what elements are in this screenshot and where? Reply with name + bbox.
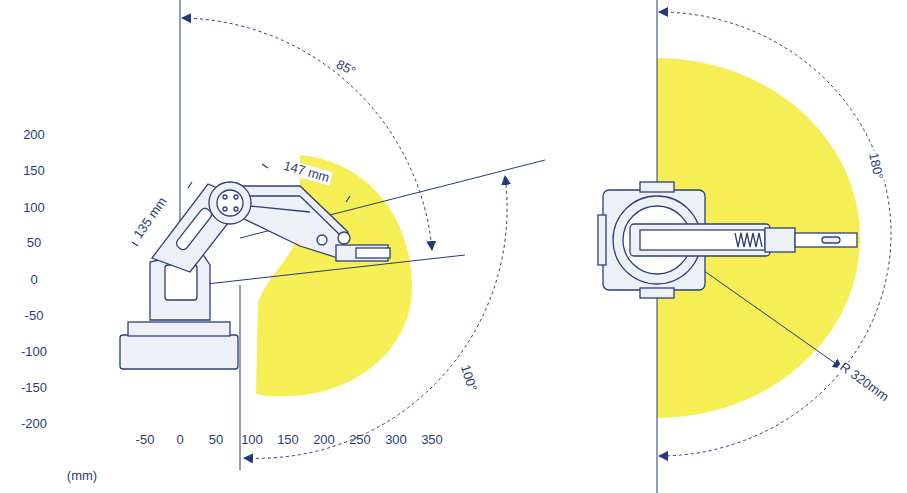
axis-tick: 0 bbox=[30, 273, 37, 287]
axis-tick: 50 bbox=[27, 236, 41, 250]
axis-tick: 50 bbox=[209, 433, 223, 447]
dimension-label: 135 mm bbox=[131, 195, 170, 242]
axis-tick: 150 bbox=[23, 164, 45, 178]
lower-angle-line bbox=[180, 255, 465, 287]
radius-line bbox=[700, 268, 842, 368]
angle-label: 100° bbox=[456, 361, 479, 395]
axis-tick: 200 bbox=[23, 128, 45, 142]
axis-tick: -50 bbox=[136, 433, 155, 447]
axis-tick: -150 bbox=[21, 381, 47, 395]
angle-label: 85° bbox=[332, 56, 360, 80]
axis-tick: 350 bbox=[421, 433, 443, 447]
axis-tick: -100 bbox=[21, 345, 47, 359]
side-robot bbox=[120, 182, 390, 369]
axis-tick: 250 bbox=[349, 433, 371, 447]
radius-label: R 320mm bbox=[835, 358, 892, 405]
axis-tick: 100 bbox=[23, 201, 45, 215]
top-robot bbox=[598, 182, 857, 298]
axis-tick: -200 bbox=[21, 417, 47, 431]
axis-tick: 300 bbox=[385, 433, 407, 447]
axis-tick: -50 bbox=[25, 309, 44, 323]
axis-tick: 200 bbox=[313, 433, 335, 447]
axis-tick: 0 bbox=[176, 433, 183, 447]
axis-tick: 100 bbox=[241, 433, 263, 447]
inner-limit-line bbox=[240, 285, 241, 470]
unit-label: (mm) bbox=[67, 469, 97, 483]
angle-label: 180° bbox=[865, 149, 885, 182]
axis-tick: 150 bbox=[277, 433, 299, 447]
